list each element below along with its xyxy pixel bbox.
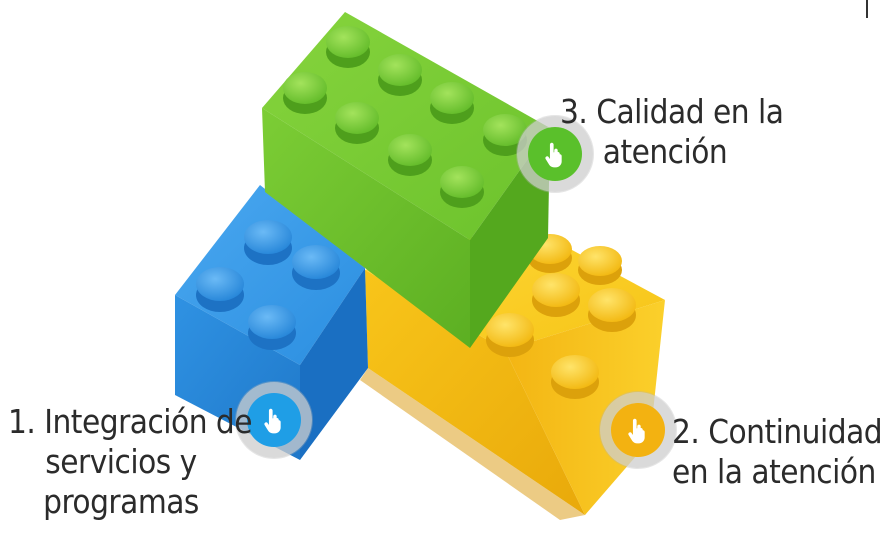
hotspot-2-circle [611,403,665,457]
hand-pointer-icon [545,142,562,168]
hand-pointer-icon [628,418,645,444]
yellow-brick [360,222,665,520]
hotspot-3-button[interactable] [517,116,593,192]
label-3-line-1: 3. Calidad en la [560,92,784,131]
label-2: 2. Continuidad en la atención [672,412,882,492]
label-1: 1. Integración de servicios y programas [8,402,253,522]
hand-pointer-icon [264,408,281,434]
hotspot-2-button[interactable] [600,392,676,468]
label-2-line-2: en la atención [672,452,876,491]
hotspot-3-circle [528,127,582,181]
label-1-line-1: 1. Integración de [8,402,253,441]
edge-mark [866,0,868,18]
label-3: 3. Calidad en la atención [560,92,784,172]
label-3-line-2: atención [602,132,728,171]
label-2-line-1: 2. Continuidad [672,412,882,451]
green-brick [262,12,550,348]
label-1-line-3: programas [43,482,199,521]
hotspot-1-circle [247,393,301,447]
hotspot-1-button[interactable] [236,382,312,458]
label-1-line-2: servicios y [45,442,197,481]
